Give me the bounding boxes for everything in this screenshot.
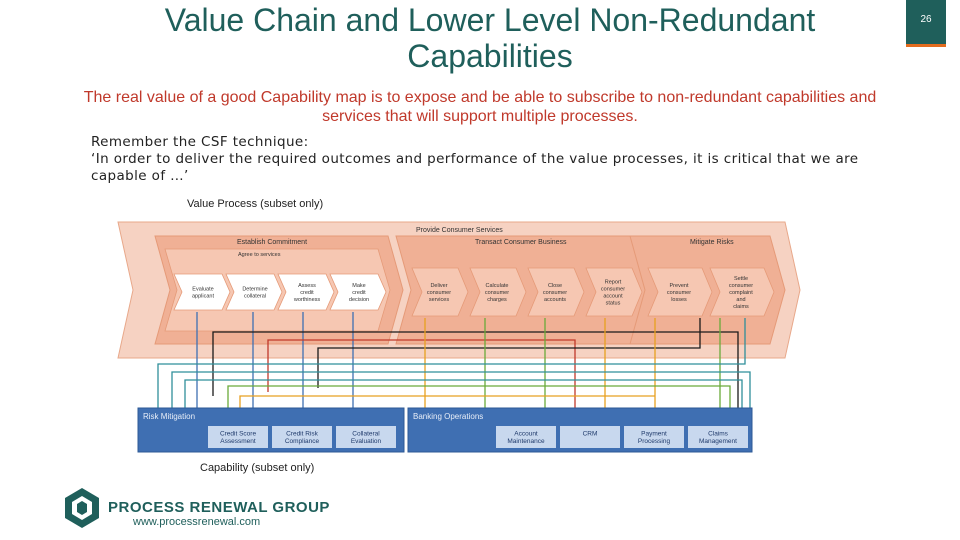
connectors: [157, 312, 751, 408]
step-chevron: [527, 267, 585, 317]
step-chevron: [709, 267, 775, 317]
step-chevron: [647, 267, 713, 317]
connector-line: [239, 395, 655, 408]
mitigate-label: Mitigate Risks: [690, 239, 734, 246]
subtitle: The real value of a good Capability map …: [83, 89, 877, 125]
process-steps: [173, 267, 775, 317]
connector-line: [267, 339, 576, 408]
connector-line: [157, 318, 746, 408]
transact-label: Transact Consumer Business: [475, 239, 567, 246]
establish-label: Establish Commitment: [237, 239, 307, 246]
agree-label: Agree to services: [238, 252, 281, 258]
website-url: www.processrenewal.com: [133, 516, 261, 528]
connector-line: [184, 379, 743, 408]
banking-item-label: CRM: [583, 430, 598, 437]
risk-title: Risk Mitigation: [143, 412, 195, 421]
prg-logo-icon: [65, 488, 99, 528]
connector-line: [317, 318, 701, 388]
risk-item-box: [336, 426, 396, 448]
banking-item-box: [624, 426, 684, 448]
banking-title: Banking Operations: [413, 412, 483, 421]
banking-item-box: [688, 426, 748, 448]
step-chevron: [469, 267, 527, 317]
step-chevron: [225, 273, 283, 311]
capability-label: Capability (subset only): [200, 462, 315, 474]
page-title: Value Chain and Lower Level Non-Redundan…: [164, 2, 816, 74]
banking-item-box: [496, 426, 556, 448]
step-chevron: [173, 273, 231, 311]
top-process-label: Provide Consumer Services: [416, 227, 503, 234]
connector-line: [171, 371, 751, 408]
step-chevron: [277, 273, 335, 311]
risk-item-box: [208, 426, 268, 448]
value-process-label: Value Process (subset only): [187, 198, 324, 210]
risk-item-box: [272, 426, 332, 448]
csf-text: Remember the CSF technique: ‘In order to…: [91, 134, 859, 184]
step-chevron: [585, 267, 643, 317]
connector-line: [227, 385, 731, 408]
page-number: 26: [906, 0, 946, 47]
step-chevron: [411, 267, 469, 317]
logo-text: PROCESS RENEWAL GROUP: [108, 499, 330, 516]
step-chevron: [329, 273, 387, 311]
banking-item-box: [560, 426, 620, 448]
